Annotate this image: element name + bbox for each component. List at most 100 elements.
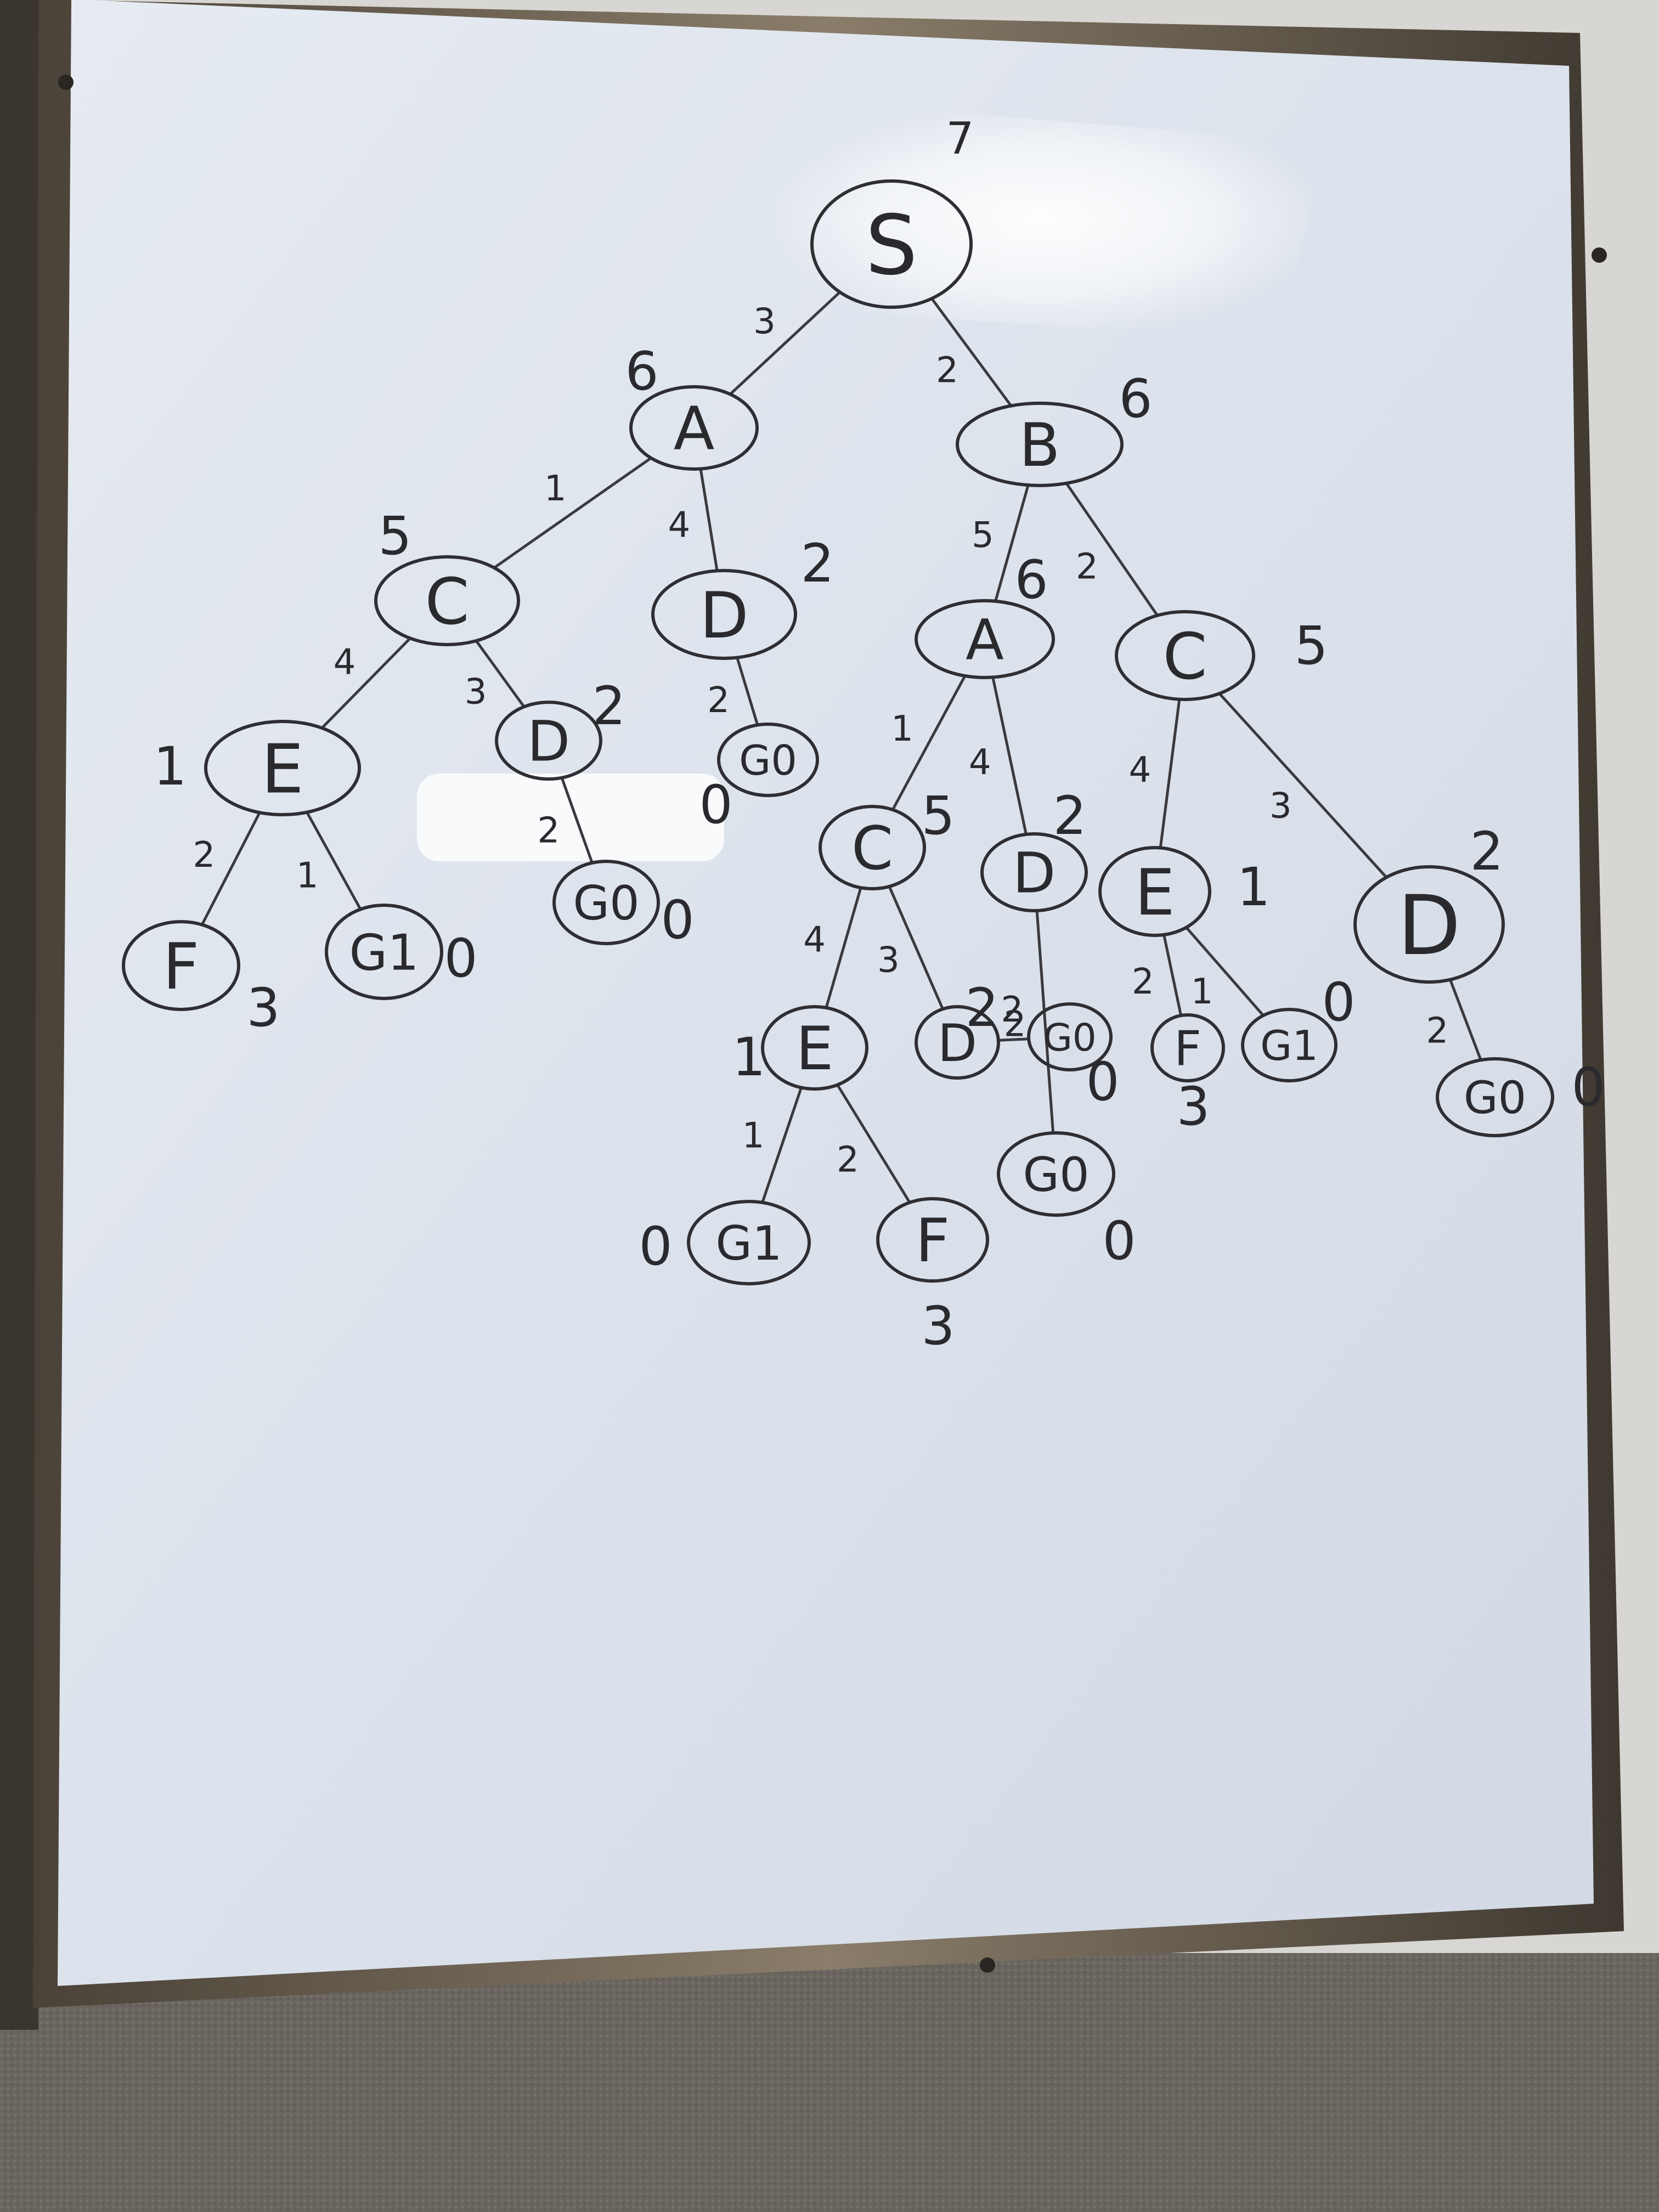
node-circle [876,1197,989,1283]
node-heuristic-value: 3 [246,977,280,1039]
tree-edge-E1-G1a [306,811,362,911]
edge-weight-label: 4 [334,642,356,683]
node-heuristic-value: 6 [1014,549,1048,611]
edge-weight-label: 2 [1004,1005,1026,1045]
edge-weight-label: 2 [837,1140,859,1181]
node-label: D [938,1014,977,1074]
edge-weight-label: 1 [1191,972,1214,1012]
tree-edge-A1-D1 [699,467,719,572]
node-label: F [916,1206,950,1276]
node-heuristic-value: 1 [1237,856,1270,918]
light-glare-top [757,99,1328,340]
edge-weight-label: 2 [1001,990,1023,1030]
node-heuristic-value: 0 [699,774,732,836]
tree-node-F1: F3 [122,920,280,1039]
node-label: C [425,565,470,639]
edge-weight-label: 3 [753,301,776,342]
node-circle [1027,1002,1113,1071]
node-heuristic-value: 0 [1322,972,1355,1033]
node-circle [325,904,443,1000]
tree-edge-E3-G1c [1184,926,1265,1017]
node-label: C [851,814,893,883]
node-circle [819,805,926,890]
node-circle [810,179,973,309]
node-heuristic-value: 2 [800,533,834,594]
node-heuristic-value: 6 [1119,368,1152,430]
node-circle [1150,1013,1225,1082]
node-label: A [966,608,1004,673]
node-label: G1 [715,1216,782,1271]
left-frame-edge [0,0,38,2030]
node-heuristic-value: 6 [625,341,658,402]
node-circle [122,920,240,1011]
node-heuristic-value: 0 [1571,1057,1605,1118]
tree-node-D1: D2 [651,533,834,660]
edge-weight-label: 2 [707,680,730,721]
node-heuristic-value: 0 [661,889,694,951]
frame-screw [1592,247,1607,263]
tree-node-G0a: G00 [699,723,819,836]
tree-edge-A1-C1 [493,456,653,569]
tree-edge-D4-G0c [997,1037,1030,1042]
node-heuristic-value: 1 [732,1026,765,1088]
edge-weight-label: 4 [969,742,991,783]
node-heuristic-value: 3 [1176,1076,1210,1137]
tree-edge-B-A2 [994,483,1030,603]
edge-weight-label: 1 [742,1116,765,1156]
tree-node-F2: F3 [876,1197,989,1357]
node-circle [956,402,1124,487]
tree-edge-E2-F2 [836,1084,911,1204]
node-label: D [1013,841,1056,906]
node-label: C [1163,620,1207,694]
node-label: F [163,930,200,1004]
node-circle [1436,1057,1554,1137]
carpet-floor [0,1953,1659,2212]
node-circle [1241,1008,1338,1082]
node-circle [1115,610,1255,701]
tree-node-G1c: G10 [1241,972,1356,1082]
tree-edge-A2-C2 [891,674,967,811]
tree-edge-S-A1 [729,291,842,396]
node-circle [495,701,602,781]
node-label: E [261,730,304,809]
tree-node-D2: D2 [495,675,626,781]
tree-edge-B-C3 [1065,482,1159,617]
node-heuristic-value: 0 [1086,1051,1119,1113]
node-label: G0 [739,736,797,785]
tree-edge-C1-D2 [475,639,526,708]
tree-node-G0d: G00 [997,1131,1136,1272]
edge-weight-label: 1 [544,469,567,509]
tree-edge-S-B [930,297,1013,408]
tree-node-A2: A6 [915,549,1055,679]
tree-node-E1: E1 [153,720,361,816]
node-label: G0 [573,876,639,931]
edge-weight-label: 4 [1129,750,1152,791]
tree-node-D5: D2 [1353,821,1505,984]
node-heuristic-value: 2 [1470,821,1503,882]
tree-node-B: B6 [956,368,1153,487]
tree-node-F3: F3 [1150,1013,1225,1137]
node-label: G0 [1464,1073,1526,1124]
tree-edge-D2-G0b [560,776,594,865]
edge-weight-label: 2 [1426,1011,1449,1052]
tree-node-D3: D2 [980,785,1088,912]
tree-edge-D5-G0e [1448,978,1482,1062]
edge-weight-label: 3 [877,940,900,981]
node-circle [687,1200,811,1285]
node-label: E [796,1014,834,1084]
node-label: D [699,579,748,653]
tree-node-A1: A6 [625,341,759,471]
node-circle [997,1131,1115,1217]
edge-weight-label: 5 [972,515,994,556]
tree-edge-D3-G0d [1035,909,1055,1135]
node-heuristic-value: 0 [1102,1210,1136,1272]
tree-edge-C2-E2 [825,886,862,1009]
edge-weight-label: 2 [538,811,560,851]
tree-node-D4: D2 [915,977,1000,1080]
